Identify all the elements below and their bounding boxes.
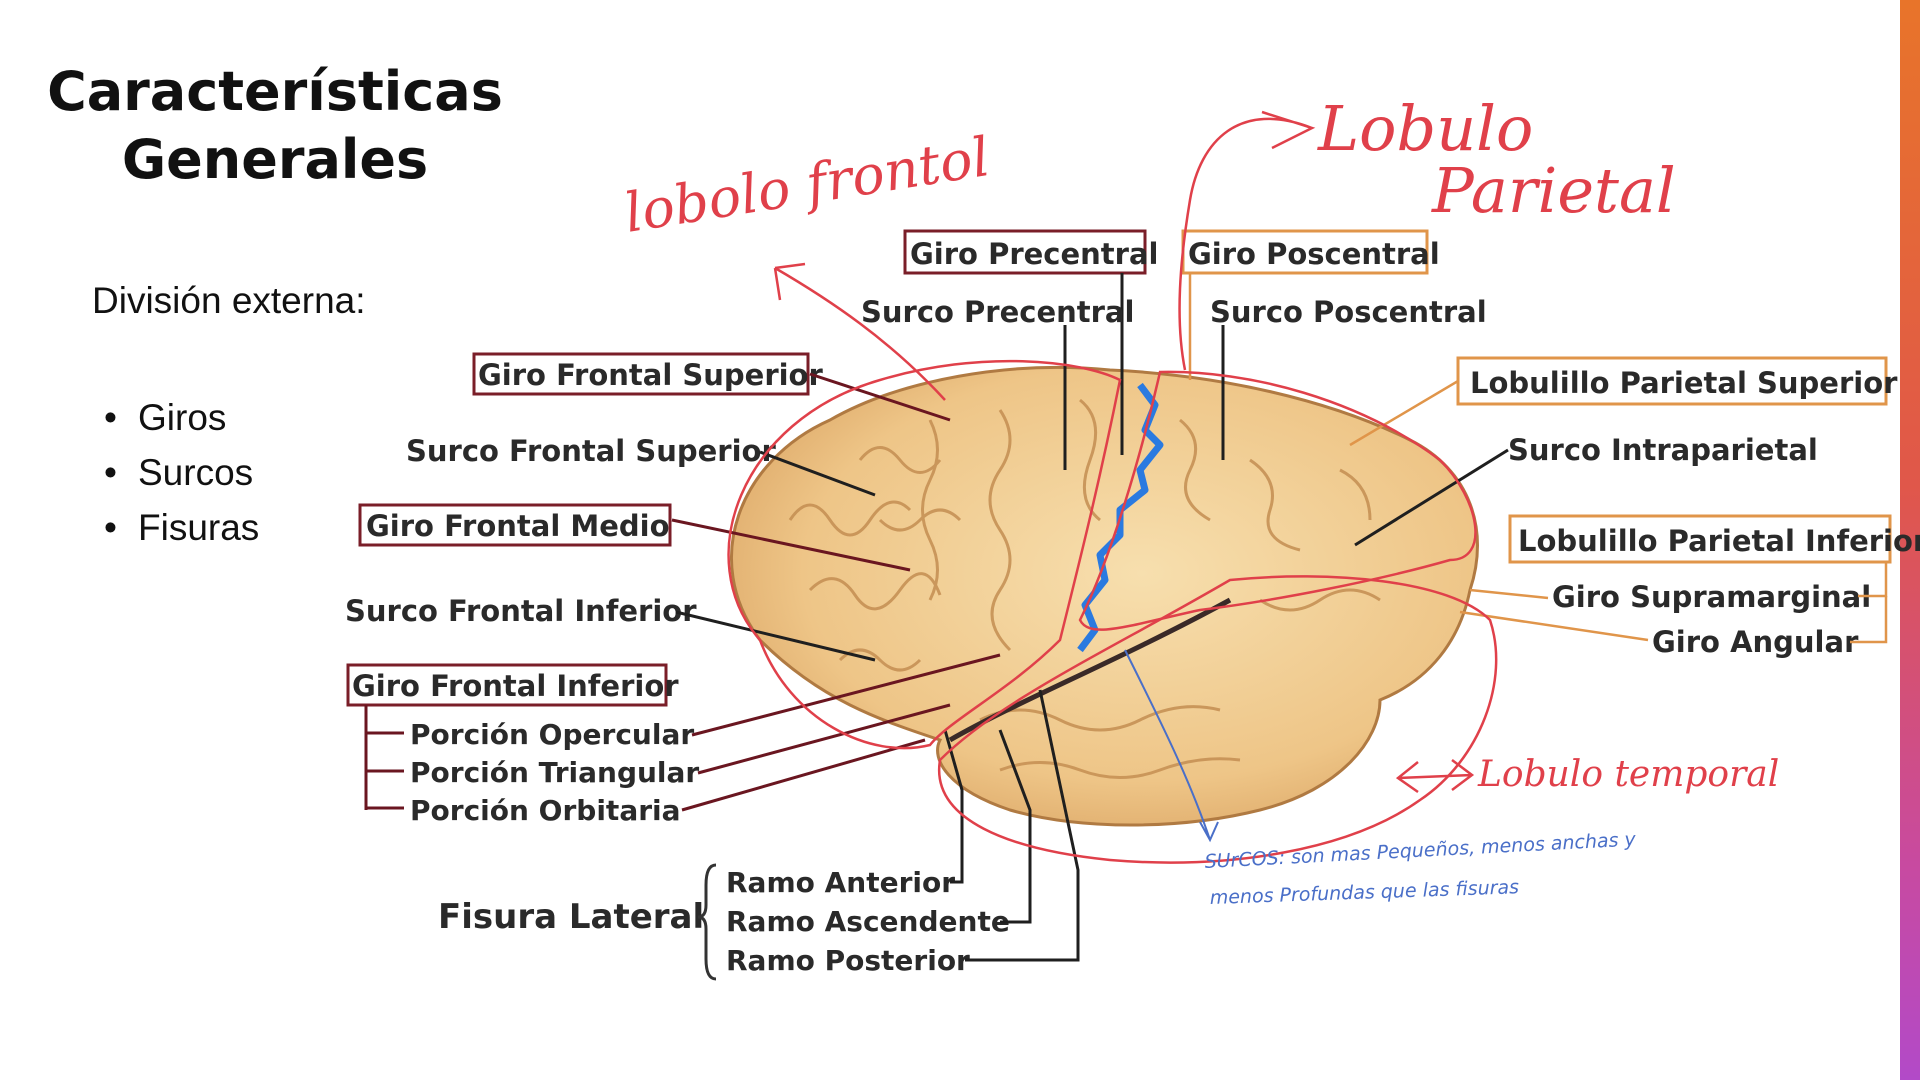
annotation-lobulo-frontal: lobolo frontol [620,125,994,245]
label-box-giro-precentral [903,229,1147,275]
label-box-giro-frontal-inferior [346,663,668,707]
label-box-giro-frontal-superior [472,352,810,396]
bullet-list: Giros Surcos Fisuras [104,390,259,555]
label-ramo-posterior: Ramo Posterior [726,944,970,977]
bullet-item-surcos: Surcos [104,445,259,500]
title-line-1: Características [47,60,503,123]
label-giro-frontal-superior: Giro Frontal Superior [478,358,823,392]
label-porcion-opercular: Porción Opercular [410,718,694,751]
label-ramo-ascendente: Ramo Ascendente [726,905,1010,938]
annotation-lobulo-parietal-1: Lobulo [1317,92,1533,165]
lateral-fissure [948,597,1232,743]
label-giro-frontal-inferior: Giro Frontal Inferior [352,669,679,703]
label-porcion-orbitaria: Porción Orbitaria [410,794,681,827]
label-giro-supramarginal: Giro Supramarginal [1552,580,1871,614]
annotation-surcos-note-line-2: menos Profundas que las fisuras [1209,876,1519,909]
label-ramo-anterior: Ramo Anterior [726,866,955,899]
bullet-item-fisuras: Fisuras [104,500,259,555]
arrow-lobulo-parietal [1178,110,1316,371]
label-surco-poscentral: Surco Poscentral [1210,295,1487,329]
annotation-lobulo-temporal: Lobulo temporal [1477,754,1779,795]
label-surco-intraparietal: Surco Intraparietal [1508,433,1818,467]
slide-title: Características Generales [40,58,510,194]
brain-illustration [729,365,1479,827]
bullet-item-giros: Giros [104,390,259,445]
outline-frontal-lobe [727,359,1122,750]
fisura-lateral-brace [697,863,717,981]
label-giro-poscentral: Giro Poscentral [1188,237,1440,271]
label-box-giro-frontal-medio [358,503,672,547]
accent-gradient-bar [1900,0,1920,1080]
arrow-surcos-note [1124,649,1219,843]
label-lobulillo-parietal-superior: Lobulillo Parietal Superior [1470,366,1898,400]
title-line-2: Generales [121,128,429,191]
label-lobulillo-parietal-inferior: Lobulillo Parietal Inferior [1518,524,1920,558]
section-subtitle: División externa: [92,280,366,321]
outline-temporal-lobe [937,575,1498,864]
label-box-lobulillo-parietal-inferior [1508,514,1892,564]
label-giro-precentral: Giro Precentral [910,237,1158,271]
label-fisura-lateral: Fisura Lateral [438,897,704,937]
label-giro-frontal-medio: Giro Frontal Medio [366,509,670,543]
label-surco-frontal-superior: Surco Frontal Superior [406,434,776,468]
label-giro-angular: Giro Angular [1652,625,1859,659]
arrow-lobulo-frontal [773,262,946,401]
outline-parietal-lobe [1078,370,1477,631]
label-surco-precentral: Surco Precentral [861,295,1134,329]
label-surco-frontal-inferior: Surco Frontal Inferior [345,594,697,628]
annotation-surcos-note-line-1: SUrCOS: son mas Pequeños, menos anchas y [1204,828,1637,873]
brain-shape [729,365,1479,827]
annotation-lobulo-parietal-2: Parietal [1431,154,1676,227]
gyri-pattern [788,398,1381,779]
label-porcion-triangular: Porción Triangular [410,756,699,789]
